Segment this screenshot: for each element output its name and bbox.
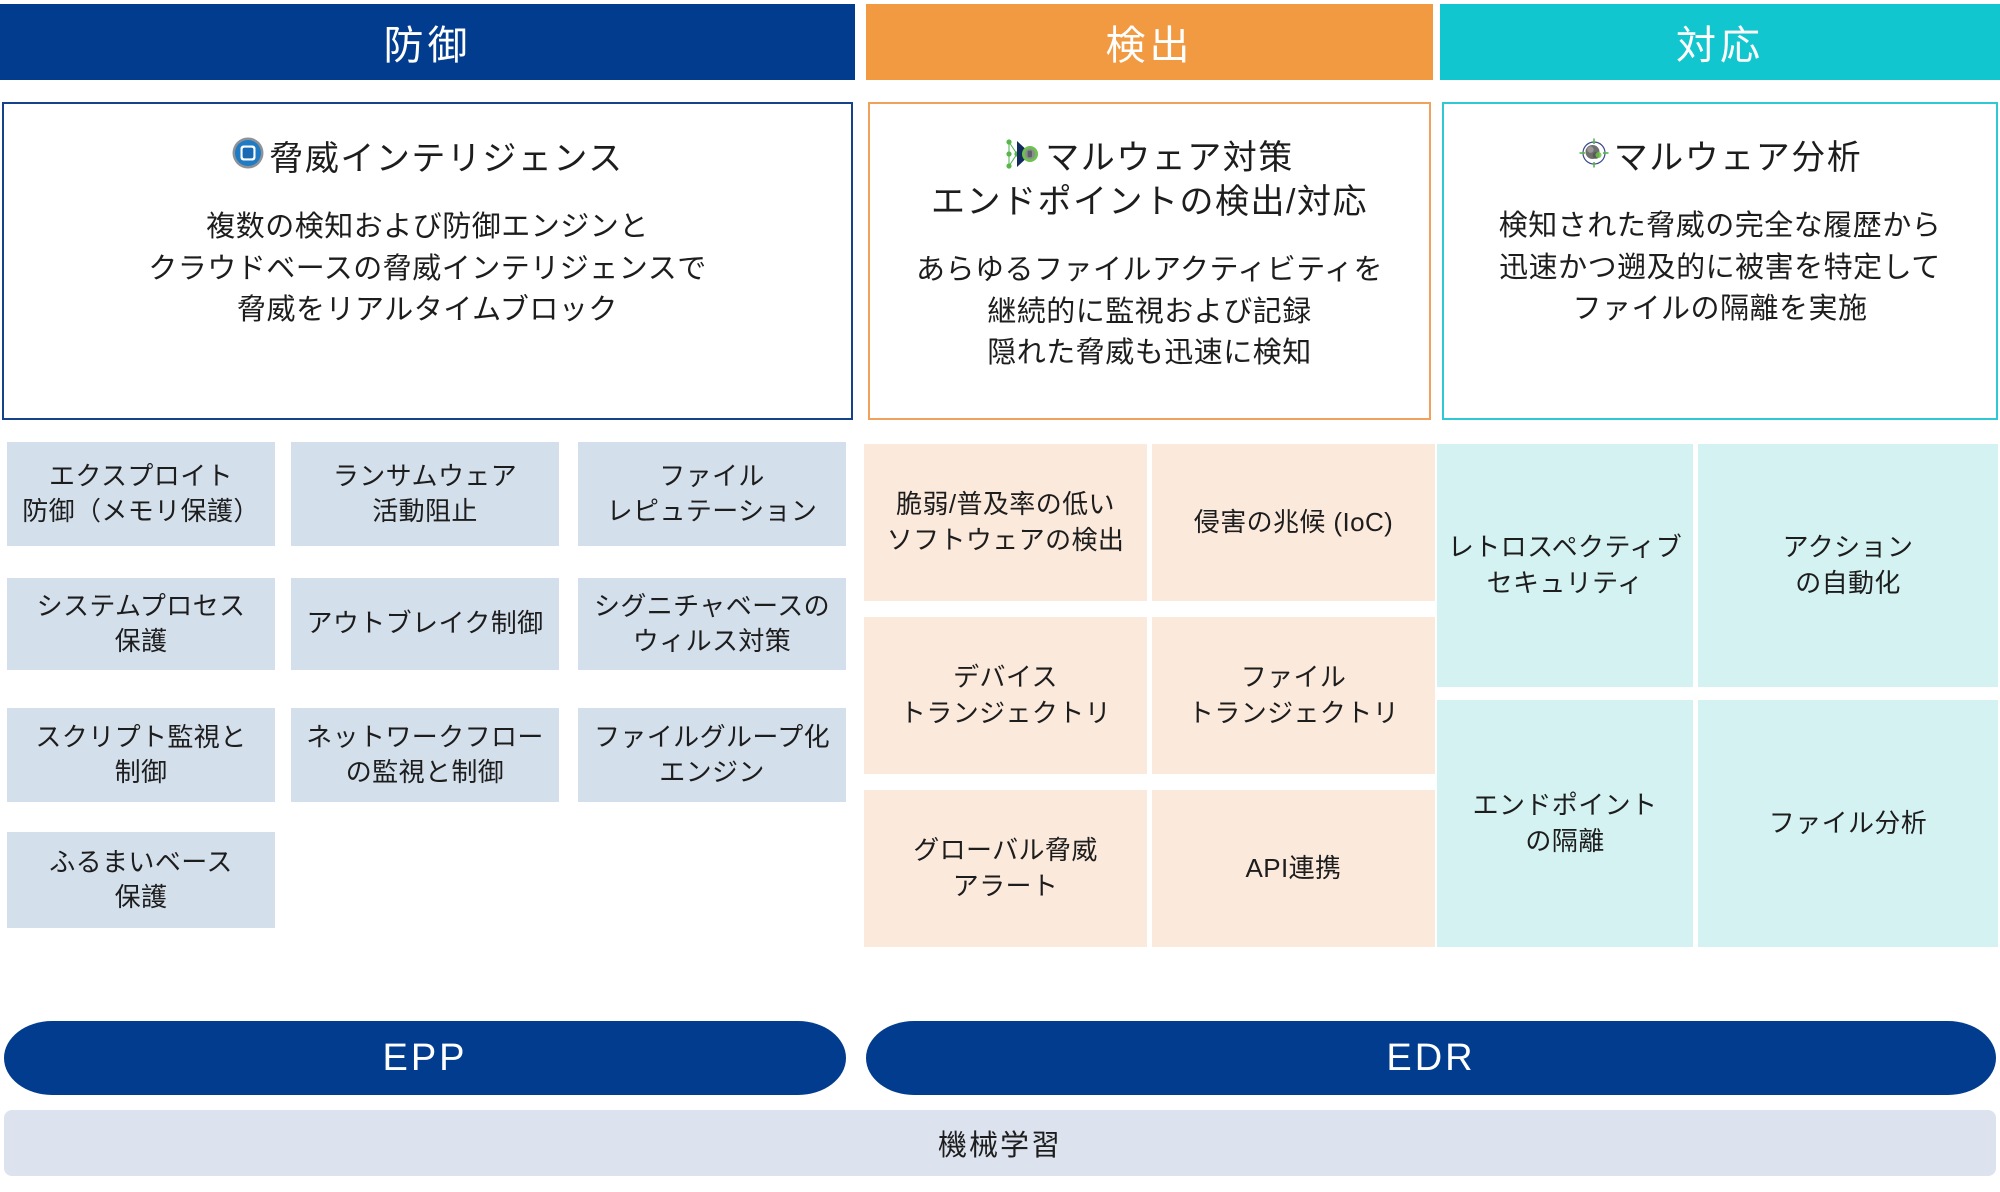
tile-protect-6[interactable]: スクリプト監視と制御 [7,708,275,802]
tile-respond-2-line-0: エンドポイント [1472,790,1658,821]
card-protect-desc-line-0: 複数の検知および防御エンジンと [206,211,649,244]
tile-detect-5[interactable]: API連携 [1152,790,1435,947]
tile-protect-3-line-0: システムプロセス [36,590,246,621]
tile-protect-8[interactable]: ファイルグループ化エンジン [578,708,846,802]
pill-edr-label: EDR [1386,1036,1476,1079]
card-detect-desc-line-2: 隠れた脅威も迅速に検知 [987,337,1312,370]
tile-detect-1-line-0: 侵害の兆候 (IoC) [1193,506,1394,537]
card-respond-desc-line-2: ファイルの隔離を実施 [1572,293,1868,326]
tile-detect-3-line-1: トランジェクトリ [1187,697,1400,728]
tile-respond-0-line-1: セキュリティ [1486,567,1644,598]
card-respond-desc-line-1: 迅速かつ遡及的に被害を特定して [1499,251,1941,284]
pill-epp-label: EPP [382,1036,468,1079]
column-header-detect: 検出 [866,4,1433,80]
tile-detect-4-line-0: グローバル脅威 [913,835,1098,866]
tile-protect-0-line-0: エクスプロイト [48,460,233,491]
shield-target-icon [231,136,265,181]
tile-protect-7-line-0: ネットワークフロー [306,721,544,752]
tile-detect-0-line-1: ソフトウェアの検出 [886,524,1125,555]
tile-protect-3-line-1: 保護 [114,626,168,656]
malware-scope-icon [1578,136,1610,180]
card-threat-intelligence: 脅威インテリジェンス 複数の検知および防御エンジンと クラウドベースの脅威インテ… [2,102,853,420]
tile-detect-2-line-0: デバイス [953,662,1058,693]
pill-edr[interactable]: EDR [866,1021,1996,1095]
tile-respond-2-line-1: の隔離 [1525,825,1605,856]
tile-detect-3[interactable]: ファイルトランジェクトリ [1152,617,1435,774]
card-malware-protection-edr: マルウェア対策 エンドポイントの検出/対応 あらゆるファイルアクティビティを 継… [868,102,1431,420]
tile-detect-1[interactable]: 侵害の兆候 (IoC) [1152,444,1435,601]
column-header-respond: 対応 [1440,4,2000,80]
tile-protect-4[interactable]: アウトブレイク制御 [291,578,559,670]
card-protect-desc-line-2: 脅威をリアルタイムブロック [237,294,618,327]
tile-protect-2-line-1: レピュテーション [606,496,818,526]
tile-detect-4[interactable]: グローバル脅威アラート [864,790,1147,947]
machine-learning-label: 機械学習 [937,1130,1062,1162]
card-protect-desc-line-1: クラウドベースの脅威インテリジェンスで [148,252,707,285]
card-respond-desc-line-0: 検知された脅威の完全な履歴から [1498,210,1942,243]
tile-respond-0[interactable]: レトロスペクティブセキュリティ [1437,444,1693,687]
card-detect-title-line-0: マルウェア対策 [1045,139,1294,177]
tile-protect-3[interactable]: システムプロセス保護 [7,578,275,670]
tile-respond-0-line-0: レトロスペクティブ [1447,532,1683,563]
column-header-detect-label: 検出 [1105,24,1194,68]
card-protect-title: 脅威インテリジェンス [231,136,623,181]
tile-respond-2[interactable]: エンドポイントの隔離 [1437,700,1693,947]
card-detect-desc-line-0: あらゆるファイルアクティビティを [915,254,1384,287]
tile-protect-0-line-1: 防御（メモリ保護） [22,496,260,526]
card-detect-title: マルウェア対策 エンドポイントの検出/対応 [931,136,1368,224]
tile-detect-4-line-1: アラート [952,870,1059,901]
tile-protect-1[interactable]: ランサムウェア活動阻止 [291,442,559,546]
tile-protect-1-line-1: 活動阻止 [372,496,478,526]
card-protect-description: 複数の検知および防御エンジンと クラウドベースの脅威インテリジェンスで 脅威をリ… [148,207,706,331]
tile-respond-1-line-1: の自動化 [1795,567,1901,598]
tile-protect-6-line-1: 制御 [114,757,168,787]
card-respond-title-line-0: マルウェア分析 [1613,139,1863,177]
tile-protect-2[interactable]: ファイルレピュテーション [578,442,846,546]
tile-protect-9-line-0: ふるまいベース [49,846,233,877]
tile-protect-2-line-0: ファイル [659,460,765,491]
tile-detect-0[interactable]: 脆弱/普及率の低いソフトウェアの検出 [864,444,1147,601]
malware-network-icon [1005,136,1041,180]
tile-protect-7-line-1: の監視と制御 [345,757,505,787]
card-respond-description: 検知された脅威の完全な履歴から 迅速かつ遡及的に被害を特定して ファイルの隔離を… [1499,206,1942,330]
tile-protect-8-line-1: エンジン [659,757,765,787]
card-protect-title-line-0: 脅威インテリジェンス [269,139,624,178]
tile-protect-7[interactable]: ネットワークフローの監視と制御 [291,708,559,802]
tile-protect-9[interactable]: ふるまいベース保護 [7,832,275,928]
tile-detect-3-line-0: ファイル [1240,662,1347,693]
tile-protect-9-line-1: 保護 [114,882,168,912]
card-detect-desc-line-1: 継続的に監視および記録 [987,295,1312,328]
tile-protect-0[interactable]: エクスプロイト防御（メモリ保護） [7,442,275,546]
tile-protect-5-line-1: ウィルス対策 [632,626,792,656]
tile-protect-8-line-0: ファイルグループ化 [593,721,831,752]
tile-protect-6-line-0: スクリプト監視と [35,721,247,752]
tile-protect-5-line-0: シグニチャベースの [593,590,831,621]
tile-protect-1-line-0: ランサムウェア [332,460,518,491]
machine-learning-bar: 機械学習 [4,1110,1996,1176]
tile-detect-0-line-0: 脆弱/普及率の低い [896,489,1115,520]
card-detect-title-line-1: エンドポイントの検出/対応 [931,183,1368,222]
card-detect-description: あらゆるファイルアクティビティを 継続的に監視および記録 隠れた脅威も迅速に検知 [916,250,1383,374]
tile-detect-2-line-1: トランジェクトリ [899,697,1112,728]
tile-protect-4-line-0: アウトブレイク制御 [306,608,544,639]
tile-detect-2[interactable]: デバイストランジェクトリ [864,617,1147,774]
tile-respond-3[interactable]: ファイル分析 [1698,700,1998,947]
column-header-respond-label: 対応 [1676,24,1764,68]
card-malware-analysis: マルウェア分析 検知された脅威の完全な履歴から 迅速かつ遡及的に被害を特定して … [1442,102,1998,420]
tile-respond-1-line-0: アクション [1782,532,1914,563]
tile-protect-5[interactable]: シグニチャベースのウィルス対策 [578,578,846,670]
card-respond-title: マルウェア分析 [1578,136,1863,180]
tile-respond-1[interactable]: アクションの自動化 [1698,444,1998,687]
column-header-protect-label: 防御 [383,24,472,68]
tile-detect-5-line-0: API連携 [1245,852,1342,883]
tile-respond-3-line-0: ファイル分析 [1768,807,1928,838]
column-header-protect: 防御 [0,4,855,80]
pill-epp[interactable]: EPP [4,1021,846,1095]
